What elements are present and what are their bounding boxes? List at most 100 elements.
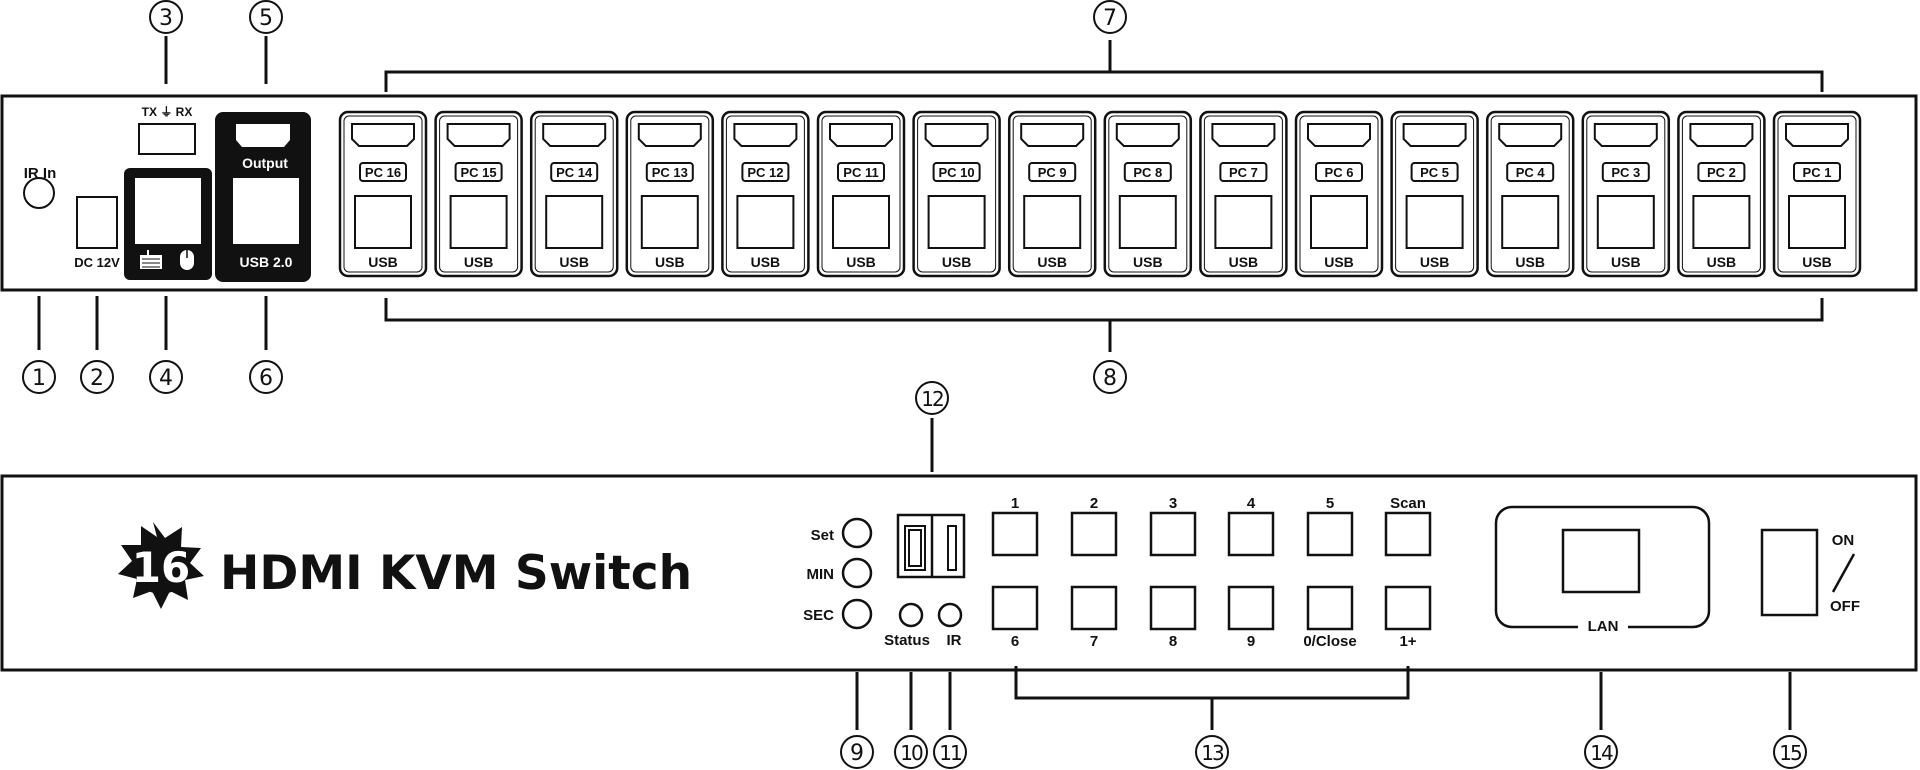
usb-port (832, 195, 890, 249)
output-usb-port (233, 178, 299, 244)
svg-text:11: 11 (939, 741, 961, 765)
port-button-bottom[interactable] (1384, 585, 1432, 631)
callout-4: 4 (149, 360, 183, 394)
svg-text:3: 3 (159, 6, 173, 31)
usb-port (1023, 195, 1082, 249)
svg-text:8: 8 (1103, 366, 1117, 391)
pc-label-box (1410, 162, 1459, 182)
callout-10: 10 (894, 735, 928, 769)
usb-label: USB (1229, 254, 1259, 270)
usb-label: USB (1611, 254, 1641, 270)
rs232-label: TX ⏚ RX (142, 105, 193, 119)
pc-label: PC 12 (747, 165, 783, 180)
output-hdmi-port (236, 124, 290, 147)
port-button-bottom[interactable] (1070, 585, 1118, 631)
keyboard-icon (140, 250, 162, 269)
pc-label-box (1028, 162, 1077, 182)
button-top-label: 5 (1326, 495, 1334, 512)
usb-port (1596, 195, 1655, 249)
ir-in-label: IR In (24, 165, 57, 182)
callout-1: 1 (22, 360, 56, 394)
button-bottom-label: 8 (1169, 633, 1177, 650)
hdmi-port (1115, 123, 1180, 147)
dc-power-port (76, 196, 118, 249)
svg-text:7: 7 (1103, 6, 1117, 31)
usb-label: USB (1420, 254, 1450, 270)
pc-label-box (932, 162, 981, 182)
rs232-port (138, 123, 196, 155)
svg-text:12: 12 (921, 387, 943, 411)
on-off-divider (1831, 553, 1856, 593)
port-button-top[interactable] (1149, 511, 1197, 557)
pc-label-box (359, 162, 407, 182)
set-label: Set (811, 527, 834, 544)
hdmi-port (1689, 123, 1754, 147)
pc-label: PC 16 (365, 165, 401, 180)
usb-label: USB (1515, 254, 1545, 270)
svg-text:5: 5 (259, 6, 273, 31)
port-button-top[interactable] (1227, 511, 1275, 557)
port-button-bottom[interactable] (991, 585, 1039, 631)
svg-text:13: 13 (1201, 741, 1224, 765)
pc-label: PC 3 (1611, 165, 1640, 180)
button-bottom-label: 1+ (1399, 633, 1416, 650)
usb-port (1310, 195, 1368, 249)
status-label: Status (884, 632, 930, 649)
usb-label: USB (942, 254, 972, 270)
pc-label: PC 14 (556, 165, 593, 180)
button-top-label: 1 (1011, 495, 1019, 512)
keyboard-usb-port (135, 178, 201, 244)
usb-label: USB (559, 254, 589, 270)
port-button-top[interactable] (1070, 511, 1118, 557)
usb-port (1788, 195, 1846, 249)
button-bottom-label: 7 (1090, 633, 1098, 650)
pc-label: PC 1 (1803, 165, 1832, 180)
svg-text:6: 6 (259, 366, 273, 391)
hdmi-port (1498, 123, 1563, 147)
pc-label: PC 13 (652, 165, 688, 180)
port-button-top[interactable] (1306, 511, 1354, 557)
callout-15: 15 (1773, 735, 1807, 769)
svg-text:9: 9 (850, 741, 864, 766)
usb-label: USB (464, 254, 494, 270)
hdmi-port (1593, 123, 1658, 147)
dc-label: DC 12V (74, 255, 120, 270)
usb-label: USB (1133, 254, 1163, 270)
port-button-bottom[interactable] (1306, 585, 1354, 631)
off-label: OFF (1830, 598, 1860, 615)
hdmi-port (924, 123, 989, 147)
hdmi-port (1211, 123, 1276, 147)
pc-label-box (1793, 162, 1841, 182)
pc-label-box (1601, 162, 1650, 182)
pc-label-box (837, 162, 885, 182)
pc-label: PC 5 (1420, 165, 1449, 180)
button-top-label: Scan (1390, 495, 1426, 512)
power-switch[interactable] (1760, 528, 1819, 617)
port-button-bottom[interactable] (1149, 585, 1197, 631)
port-button-bottom[interactable] (1227, 585, 1275, 631)
pc-label-box (1123, 162, 1172, 182)
pc-label: PC 2 (1707, 165, 1736, 180)
port-button-top[interactable] (991, 511, 1039, 557)
pc-label: PC 9 (1038, 165, 1067, 180)
callout-7: 7 (1093, 0, 1127, 34)
callout-13: 13 (1195, 735, 1229, 769)
svg-text:15: 15 (1779, 741, 1801, 765)
ir-label: IR (947, 632, 962, 649)
hdmi-port (542, 123, 607, 147)
pc-label-box (550, 162, 599, 182)
port-button-top[interactable] (1384, 511, 1432, 557)
min-button[interactable] (841, 557, 873, 589)
display-digit-zero (904, 525, 926, 571)
pc-label: PC 6 (1325, 165, 1354, 180)
sec-button[interactable] (841, 598, 873, 630)
set-button[interactable] (841, 517, 873, 549)
